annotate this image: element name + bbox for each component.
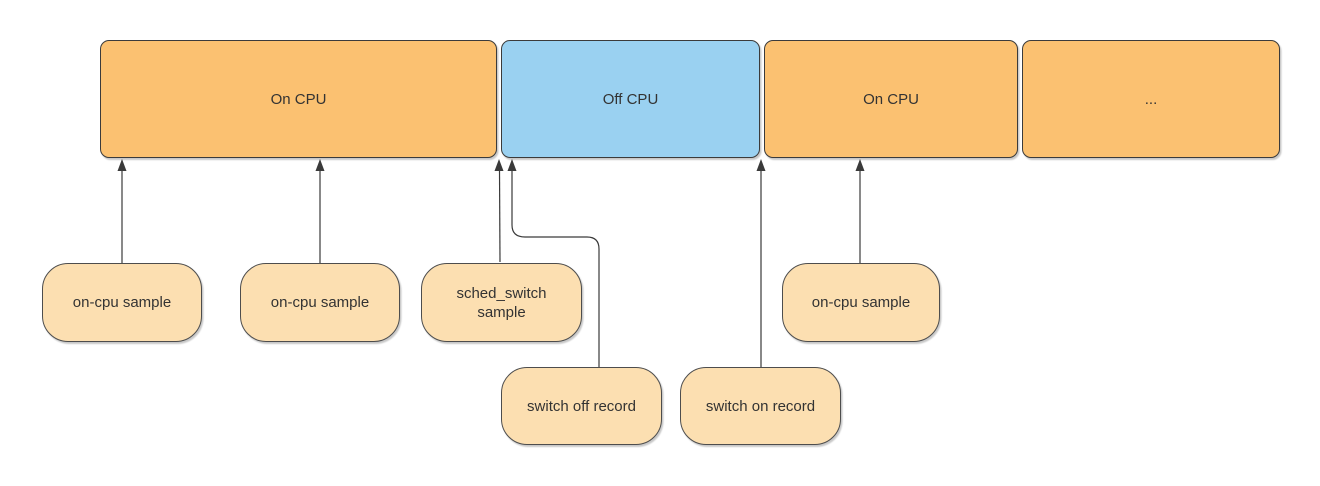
timeline-block-ellipsis: ... [1022, 40, 1280, 158]
annotation-switch-on-record: switch on record [680, 367, 841, 445]
arrowhead-up-icon [117, 159, 127, 171]
annotation-label: on-cpu sample [811, 294, 911, 311]
arrowhead-up-icon [494, 159, 504, 171]
timeline-block-on-cpu-1: On CPU [100, 40, 497, 158]
connector-switch-on-record [756, 159, 766, 367]
connector-oncpu-sample-1 [117, 159, 127, 263]
annotation-label: on-cpu sample [270, 294, 370, 311]
annotation-label: sched_switch sample [456, 284, 547, 321]
connector-sched-switch-sample [494, 159, 504, 263]
timeline-block-off-cpu: Off CPU [501, 40, 760, 158]
arrowhead-up-icon [855, 159, 865, 171]
annotation-label: switch off record [527, 397, 636, 415]
connector-oncpu-sample-3 [855, 159, 865, 263]
annotation-on-cpu-sample-2: on-cpu sample [240, 263, 400, 342]
timeline-block-label: On CPU [863, 90, 919, 108]
annotation-switch-off-record: switch off record [501, 367, 662, 445]
annotation-label: on-cpu sample [72, 294, 172, 311]
timeline-block-label: ... [1144, 90, 1158, 108]
annotation-on-cpu-sample-1: on-cpu sample [42, 263, 202, 342]
annotation-sched-switch-sample: sched_switch sample [421, 263, 582, 342]
timeline-block-label: On CPU [270, 90, 327, 108]
annotation-on-cpu-sample-3: on-cpu sample [782, 263, 940, 342]
timeline-block-on-cpu-2: On CPU [764, 40, 1018, 158]
timeline-block-label: Off CPU [602, 90, 659, 108]
arrowhead-up-icon [756, 159, 766, 171]
arrowhead-up-icon [315, 159, 325, 171]
connector-oncpu-sample-2 [315, 159, 325, 263]
arrowhead-up-icon [507, 159, 517, 171]
annotation-label: switch on record [705, 397, 816, 415]
